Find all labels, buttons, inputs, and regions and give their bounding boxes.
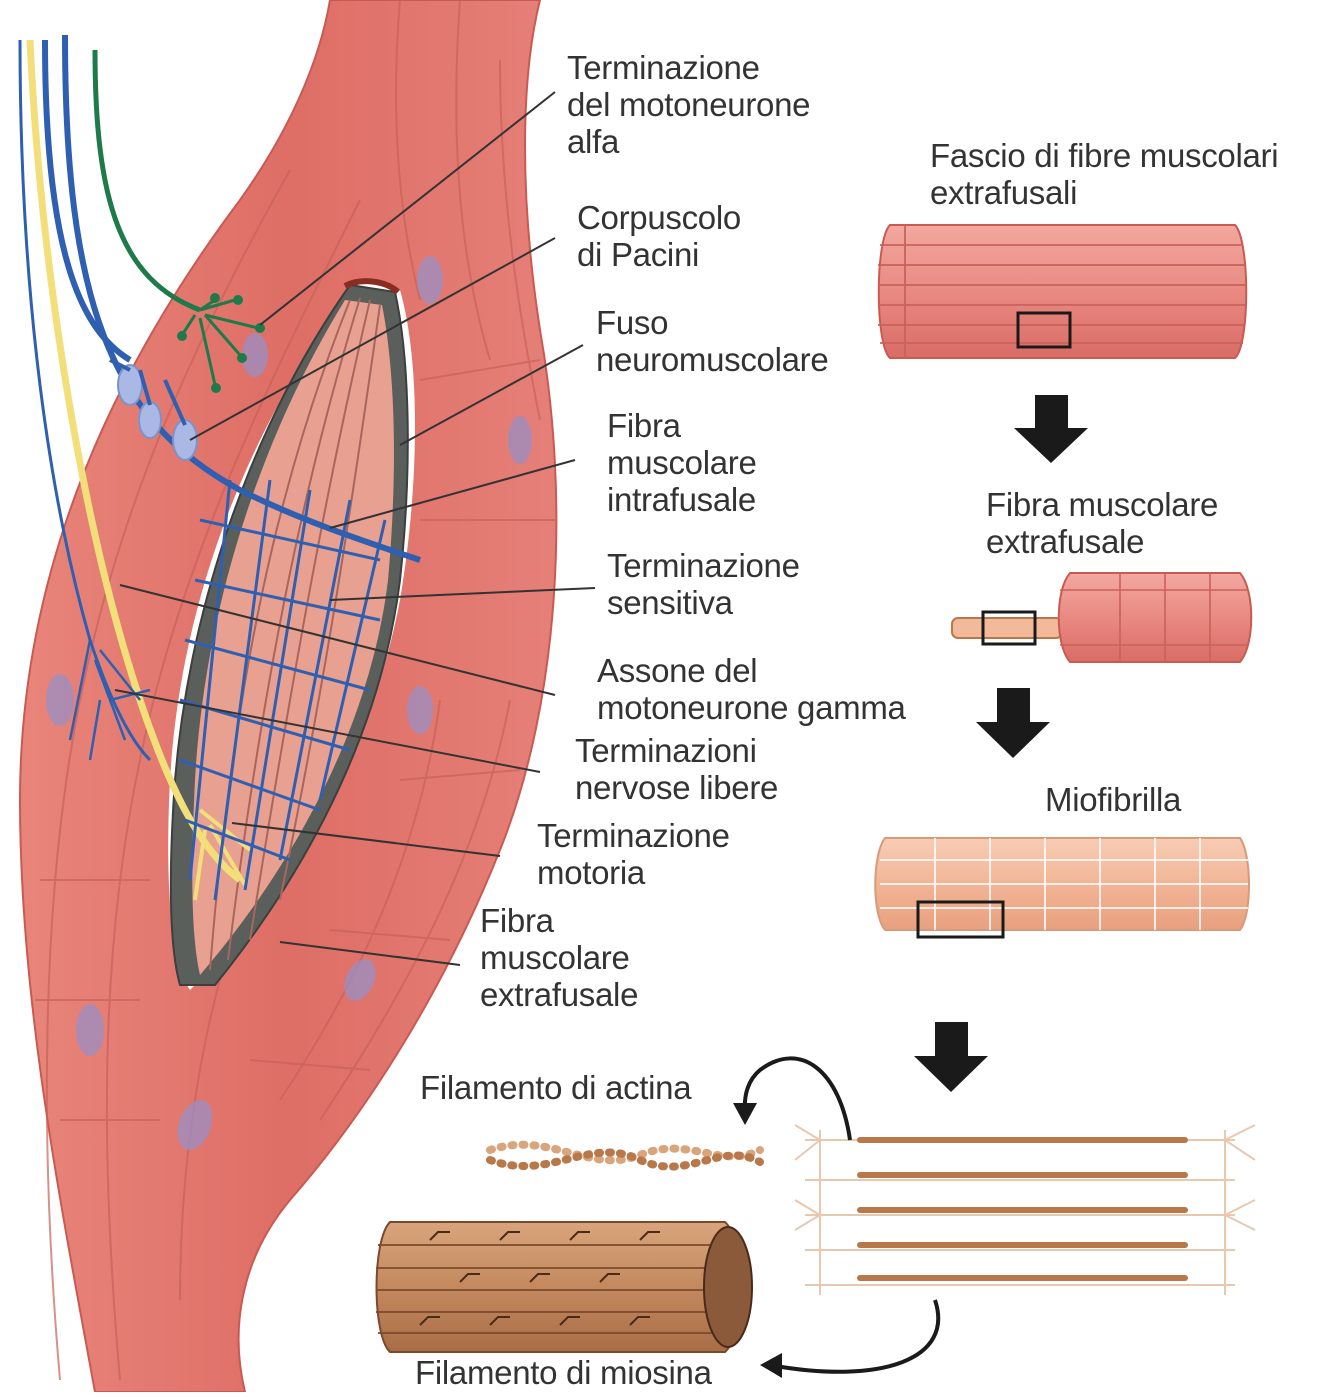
actin-arrow [745, 1058, 850, 1140]
down-arrow-3 [914, 1022, 988, 1092]
extrafusal-fiber [952, 573, 1251, 662]
label-intrafusal-fiber: Fibra muscolare intrafusale [607, 408, 757, 519]
myosin-arrowhead [760, 1353, 782, 1378]
label-actin-filament: Filamento di actina [420, 1070, 691, 1107]
sarcomere-filaments [795, 1125, 1255, 1295]
down-arrow-2 [976, 688, 1050, 758]
label-extrafusal-fiber-right: Fibra muscolare extrafusale [986, 487, 1218, 561]
extrafusal-bundle [878, 225, 1246, 358]
down-arrow-1 [1014, 395, 1088, 463]
label-myofibril: Miofibrilla [1045, 782, 1181, 819]
myosin-arrow [770, 1300, 938, 1372]
label-gamma-motor-axon: Assone del motoneurone gamma [597, 653, 906, 727]
myosin-end-face [704, 1227, 752, 1347]
green-nerve [95, 50, 200, 310]
label-free-nerve-endings: Terminazioni nervose libere [575, 733, 778, 807]
actin-arrowhead [733, 1103, 757, 1125]
label-alpha-motor-ending: Terminazione del motoneurone alfa [567, 50, 810, 161]
label-motor-ending: Terminazione motoria [537, 818, 730, 892]
label-extrafusal-fiber-left: Fibra muscolare extrafusale [480, 903, 638, 1014]
label-extrafusal-bundle: Fascio di fibre muscolari extrafusali [930, 138, 1278, 212]
label-pacinian-corpuscle: Corpuscolo di Pacini [577, 200, 741, 274]
actin-filament [490, 1145, 760, 1167]
label-neuromuscular-spindle: Fuso neuromuscolare [596, 305, 828, 379]
myofibril [875, 838, 1249, 937]
label-myosin-filament: Filamento di miosina [415, 1355, 712, 1392]
label-sensory-ending: Terminazione sensitiva [607, 548, 800, 622]
muscle-illustration [20, 0, 595, 1392]
myosin-filament [376, 1222, 752, 1352]
